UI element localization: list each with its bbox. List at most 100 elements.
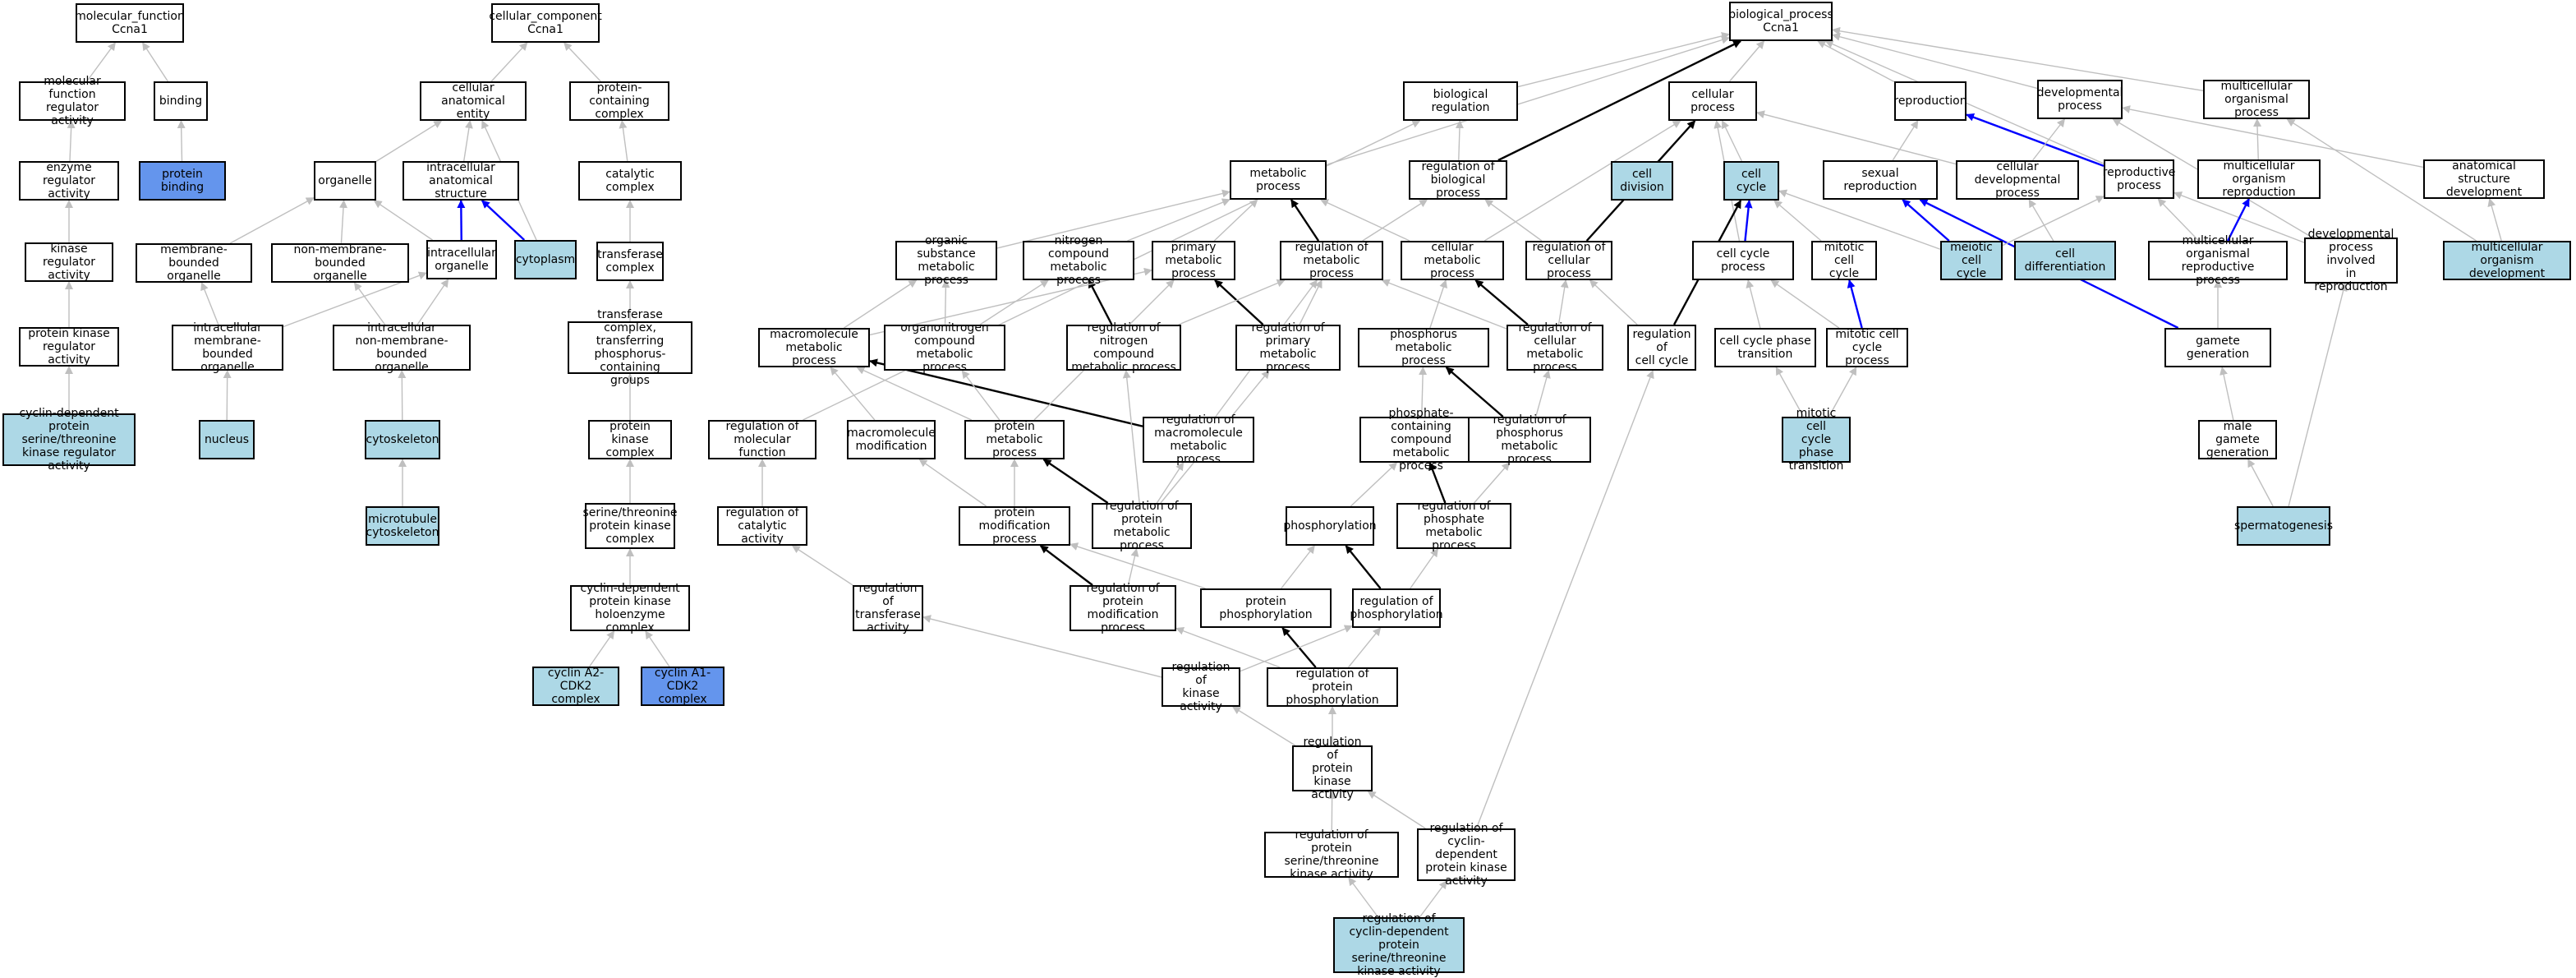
edge-regpk-to-regkin: [1233, 707, 1295, 745]
edge-mbo-to-organelle: [230, 198, 314, 243]
term-node-morp: multicellular organismal reproductive pr…: [2148, 241, 2288, 280]
term-node-ias: intracellular anatomical structure: [402, 161, 519, 201]
edge-cae-to-cc: [491, 43, 527, 81]
term-node-regphosph: regulation of phosphorylation: [1352, 588, 1441, 628]
edge-regbio-to-bioreg: [1459, 121, 1460, 160]
edge-mor-to-mop: [2257, 119, 2259, 159]
edge-regmet-to-regbio: [1363, 200, 1428, 241]
term-node-organelle: organelle: [314, 161, 376, 201]
edge-regpmp-to-pmp: [1215, 280, 1263, 325]
edge-regprotmp-to-protmp: [1043, 459, 1107, 503]
edge-regcmp-to-cmp: [1475, 280, 1528, 325]
edge-regcdpk-to-regpk: [1368, 791, 1425, 828]
edge-cellproc-to-bp: [1730, 41, 1764, 81]
term-node-cellcycle: cell cycle: [1723, 161, 1779, 201]
term-node-regcc: regulation of cell cycle: [1627, 325, 1696, 371]
term-node-pkreg: protein kinase regulator activity: [19, 327, 119, 367]
term-node-regphosphmp: regulation of phosphate metabolic proces…: [1396, 503, 1511, 549]
term-node-mfreg: molecular function regulator activity: [19, 81, 126, 121]
term-node-cmp: cellular metabolic process: [1401, 241, 1504, 280]
term-node-regcell: regulation of cellular process: [1525, 241, 1612, 280]
term-node-regcat: regulation of catalytic activity: [717, 506, 807, 546]
term-node-cytoskeleton: cytoskeleton: [365, 420, 440, 459]
edge-cytoplasm-to-ias: [482, 201, 525, 240]
term-node-regcmp: regulation of cellular metabolic process: [1506, 325, 1603, 371]
edge-regcc-to-regcell: [1590, 280, 1638, 325]
term-node-mccpt: mitotic cell cycle phase transition: [1782, 417, 1851, 463]
edge-regncmp-to-ncmp: [1088, 280, 1111, 325]
term-node-catcomplex: catalytic complex: [578, 161, 682, 201]
term-node-malegam: male gamete generation: [2198, 420, 2277, 459]
term-node-regprotmp: regulation of protein metabolic process: [1092, 503, 1192, 549]
term-node-osmp: organic substance metabolic process: [895, 241, 997, 280]
edge-nmbo-to-organelle: [341, 201, 343, 243]
edge-nucleus-to-imbo: [227, 371, 228, 420]
edge-regprotmp-to-regncmp: [1126, 371, 1139, 503]
edge-regprotmp-to-regmmp: [1157, 463, 1183, 503]
term-node-phosmp: phosphorus metabolic process: [1358, 328, 1489, 367]
term-node-ccpt: cell cycle phase transition: [1714, 328, 1816, 367]
edge-spermato-to-malegam: [2248, 459, 2273, 506]
term-node-protphos: protein phosphorylation: [1200, 588, 1332, 628]
term-node-cdkholo: cyclin-dependent protein kinase holoenzy…: [570, 585, 690, 631]
term-node-mtcyto: microtubule cytoskeleton: [366, 506, 439, 546]
edge-inmbo-to-io: [417, 279, 448, 325]
term-node-celldiff: cell differentiation: [2014, 241, 2116, 280]
term-node-pcc: protein-containing complex: [569, 81, 669, 121]
term-node-regtrans: regulation of transferase activity: [853, 585, 923, 631]
term-node-stpk: serine/threonine protein kinase complex: [585, 503, 675, 549]
term-node-protmp: protein metabolic process: [964, 420, 1065, 459]
edge-regphosphmp-to-regphosmp: [1474, 463, 1510, 503]
edge-io-to-ias: [461, 201, 462, 240]
term-node-bioreg: biological regulation: [1403, 81, 1518, 121]
term-node-nmbo: non-membrane-bounded organelle: [271, 243, 409, 283]
edge-cellcycle-to-cellproc: [1723, 121, 1742, 161]
edge-spermato-to-dpir: [2288, 284, 2345, 506]
edge-ias-to-cae: [464, 121, 471, 161]
edge-regprotmod-to-protmod: [1041, 546, 1092, 585]
term-node-transcomplex: transferase complex: [596, 242, 664, 281]
term-node-macromod: macromolecule modification: [847, 420, 936, 459]
term-node-cdkreg: cyclin-dependent protein serine/threonin…: [2, 413, 136, 466]
edge-sexrepro-to-repro: [1893, 121, 1918, 160]
edge-pcc-to-cc: [564, 43, 601, 81]
term-node-tcphos: transferase complex, transferring phosph…: [568, 321, 692, 374]
term-node-regpk: regulation of protein kinase activity: [1292, 745, 1373, 791]
edge-regphosph-to-regphosphmp: [1410, 549, 1438, 588]
term-node-nucleus: nucleus: [199, 420, 255, 459]
term-node-ncmp: nitrogen compound metabolic process: [1023, 241, 1134, 280]
edge-bioreg-to-bp: [1518, 35, 1729, 87]
term-node-regcdstpk: regulation of cyclin-dependent protein s…: [1333, 917, 1465, 973]
term-node-a1cdk2: cyclin A1-CDK2 complex: [641, 667, 724, 706]
term-node-mop: multicellular organismal process: [2203, 80, 2310, 119]
term-node-sexrepro: sexual reproduction: [1823, 160, 1938, 200]
term-node-pccmp: phosphate-containing compound metabolic …: [1359, 417, 1483, 463]
term-node-mitccp: mitotic cell cycle process: [1826, 328, 1908, 367]
term-node-regprotmod: regulation of protein modification proce…: [1070, 585, 1176, 631]
term-node-mitcc: mitotic cell cycle: [1811, 241, 1877, 280]
term-node-pkcomplex: protein kinase complex: [588, 420, 672, 459]
term-node-celldev: cellular developmental process: [1956, 160, 2079, 200]
edge-regpmp-to-regmet: [1300, 280, 1322, 325]
term-node-cc: cellular_component Ccna1: [491, 3, 600, 43]
edge-meiotic-to-sexrepro: [1902, 200, 1949, 241]
edge-pmp-to-metproc: [1214, 200, 1258, 241]
edge-malegam-to-gamgen: [2222, 367, 2233, 420]
edge-protmod-to-macromod: [919, 459, 986, 506]
edge-regtrans-to-regcat: [793, 546, 853, 585]
edge-regphosph-to-phosphorylation: [1346, 546, 1380, 588]
term-node-io: intracellular organelle: [426, 240, 497, 279]
term-node-cellproc: cellular process: [1668, 81, 1757, 121]
edge-mitcc-to-cellcycle: [1774, 201, 1821, 241]
edge-protphos-to-phosphorylation: [1281, 546, 1315, 588]
edge-celldiff-to-celldev: [2029, 200, 2054, 241]
edge-ccproc-to-cellcycle: [1745, 201, 1749, 241]
term-node-meiotic: meiotic cell cycle: [1940, 241, 2003, 280]
edge-inmbo-to-nmbo: [354, 283, 384, 325]
term-node-pmp: primary metabolic process: [1152, 241, 1235, 280]
term-node-celldiv: cell division: [1611, 161, 1673, 201]
term-node-regmet: regulation of metabolic process: [1280, 241, 1383, 280]
term-node-binding: binding: [154, 81, 208, 121]
edge-protmp-to-orgnmp: [962, 371, 1000, 420]
term-node-dpir: developmental process involved in reprod…: [2304, 238, 2398, 284]
